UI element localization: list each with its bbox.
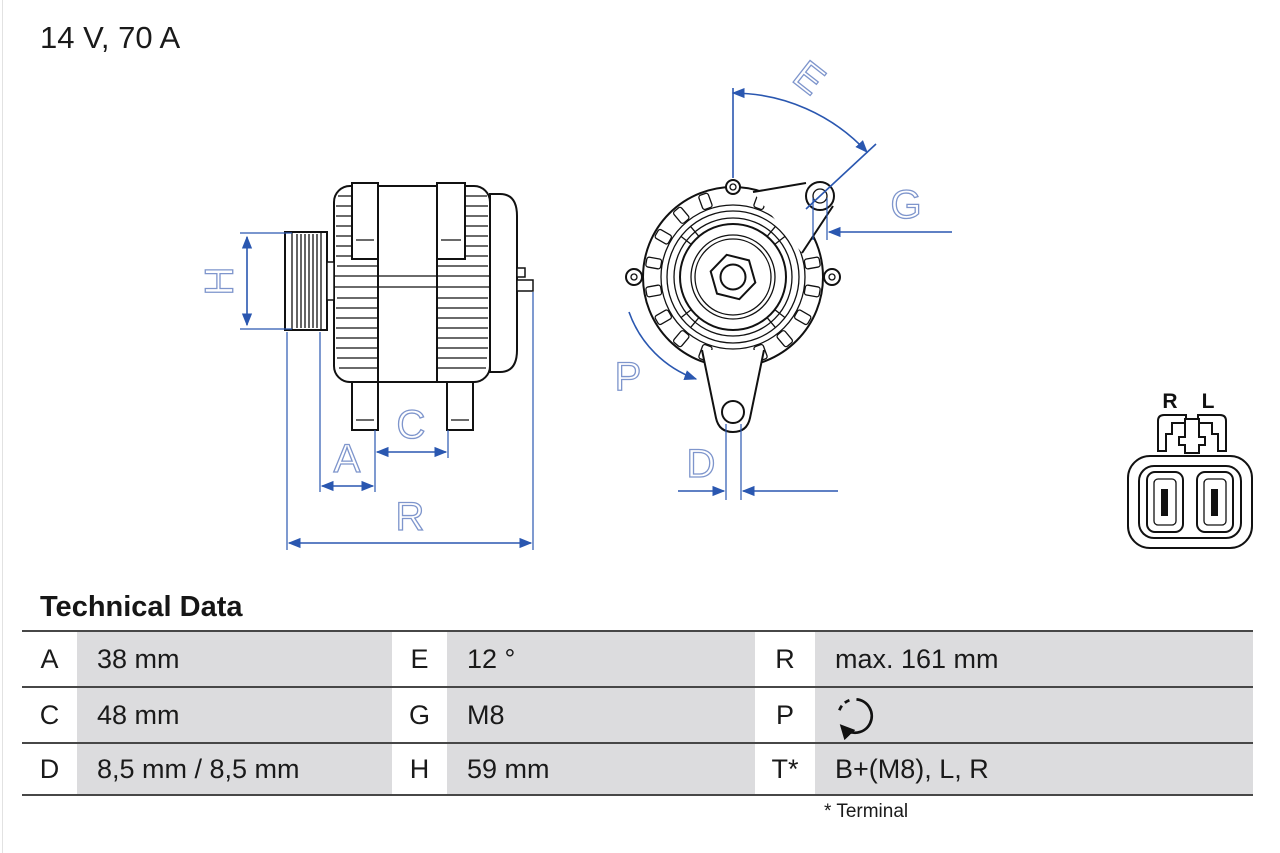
dimension-label-r: R: [396, 495, 425, 539]
connector-terminal-l: [1196, 471, 1234, 533]
table-key-cell: R: [755, 630, 815, 686]
key-label: D: [39, 753, 60, 784]
value-label: 8,5 mm / 8,5 mm: [97, 753, 300, 784]
table-key-cell: P: [755, 686, 815, 742]
table-value-cell: [815, 686, 1253, 742]
connector-terminal-r: [1146, 471, 1184, 533]
table-key-cell: C: [22, 686, 77, 742]
table-value-cell: 38 mm: [77, 630, 392, 686]
terminal-footnote: * Terminal: [824, 801, 909, 822]
voltage-amperage-rating: 14 V, 70 A: [40, 20, 181, 55]
table-key-cell: T*: [755, 742, 815, 796]
table-value-cell: 12 °: [447, 630, 755, 686]
technical-drawing-canvas: H A C R: [197, 52, 1253, 550]
value-label: M8: [467, 699, 505, 730]
technical-data-table: A 38 mm E 12 ° R max. 161 mm C 48 mm G M…: [22, 630, 1253, 796]
table-key-cell: D: [22, 742, 77, 796]
value-label: 59 mm: [467, 753, 550, 784]
alternator-front-view: E G P D: [614, 52, 952, 500]
connector-pictogram: R L: [1127, 390, 1253, 549]
value-label: max. 161 mm: [835, 643, 999, 674]
dimension-label-e: E: [785, 53, 833, 104]
table-value-cell: 48 mm: [77, 686, 392, 742]
key-label: C: [39, 699, 60, 730]
key-label: P: [775, 699, 794, 730]
table-value-cell: 59 mm: [447, 742, 755, 796]
technical-data-heading: Technical Data: [40, 591, 243, 623]
table-key-cell: A: [22, 630, 77, 686]
table-key-cell: G: [392, 686, 447, 742]
value-label: 38 mm: [97, 643, 180, 674]
key-label: A: [40, 643, 59, 674]
connector-terminal-l-label: L: [1202, 390, 1215, 413]
key-label: R: [775, 643, 795, 674]
table-value-cell: M8: [447, 686, 755, 742]
dimension-label-d: D: [687, 442, 716, 486]
key-label: T*: [771, 753, 799, 784]
terminal-pin-slot: [1161, 489, 1168, 516]
key-label: H: [409, 753, 430, 784]
key-label: G: [408, 699, 430, 730]
dimension-label-h: H: [198, 267, 242, 296]
rotation-direction-icon: [838, 698, 874, 740]
table-key-cell: H: [392, 742, 447, 796]
dimension-label-c: C: [397, 403, 426, 447]
value-label: B+(M8), L, R: [835, 753, 989, 784]
connector-terminal-r-label: R: [1162, 390, 1177, 413]
alternator-side-view: H A C R: [197, 182, 534, 550]
table-value-cell: max. 161 mm: [815, 630, 1253, 686]
value-label: 48 mm: [97, 699, 180, 730]
dimension-label-a: A: [334, 437, 361, 481]
value-label: 12 °: [467, 643, 516, 674]
page-edge-line: [2, 0, 3, 853]
key-label: E: [410, 643, 429, 674]
table-key-cell: E: [392, 630, 447, 686]
terminal-pin-slot: [1211, 489, 1218, 516]
table-value-cell: 8,5 mm / 8,5 mm: [77, 742, 392, 796]
rotation-direction-label: P: [615, 355, 642, 399]
table-value-cell: B+(M8), L, R: [815, 742, 1253, 796]
dimension-label-g: G: [890, 183, 921, 227]
